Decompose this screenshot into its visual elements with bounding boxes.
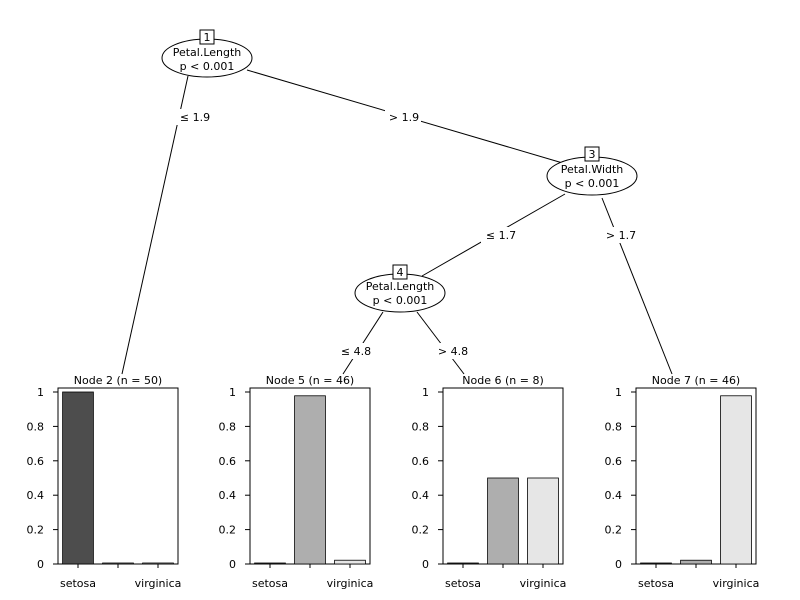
y-tick-label: 0 (615, 558, 622, 571)
node-variable: Petal.Length (173, 46, 242, 59)
x-tick-label: setosa (252, 577, 288, 590)
node-id-box (199, 29, 215, 45)
panel-title: Node 2 (n = 50) (74, 374, 162, 387)
y-tick-label: 0 (422, 558, 429, 571)
bar-setosa (254, 562, 286, 565)
node-id: 4 (397, 266, 404, 279)
y-tick-label: 0.2 (412, 524, 430, 537)
bar-virginica (720, 395, 752, 565)
edge-label-1-2: ≤ 1.9 (180, 111, 210, 124)
terminal-node-5: Node 5 (n = 46) 0 0.2 0.4 0.6 0.8 1 setosa virgi… (219, 374, 374, 590)
x-tick-label: setosa (445, 577, 481, 590)
y-tick-label: 0.2 (605, 524, 623, 537)
bar-versicolor (294, 395, 326, 565)
inner-node-4: 4 Petal.Length p < 0.001 (354, 264, 446, 313)
edge-label-3-7: > 1.7 (606, 229, 636, 242)
y-tick-label: 1 (422, 386, 429, 399)
x-tick-label: setosa (638, 577, 674, 590)
terminal-panels: Node 2 (n = 50) 0 0.2 0.4 0.6 0.8 1 setosa virgi… (27, 374, 760, 590)
edge-3-7 (601, 197, 673, 375)
x-tick-label: virginica (520, 577, 567, 590)
y-tick-label: 0.2 (219, 524, 237, 537)
x-tick-label: virginica (713, 577, 760, 590)
bar-versicolor (680, 559, 712, 565)
node-id-box (584, 146, 600, 162)
bar-virginica (334, 559, 366, 565)
panel-title: Node 5 (n = 46) (266, 374, 354, 387)
bar-virginica (142, 562, 174, 565)
node-id: 3 (589, 148, 596, 161)
y-tick-label: 0 (229, 558, 236, 571)
y-tick-label: 0.4 (605, 489, 623, 502)
node-id-box (392, 264, 408, 280)
node-variable: Petal.Width (561, 163, 624, 176)
y-tick-label: 0.4 (412, 489, 430, 502)
bar-setosa (640, 562, 672, 565)
x-tick-label: setosa (60, 577, 96, 590)
y-tick-label: 0.6 (605, 455, 623, 468)
y-tick-label: 0.8 (605, 420, 623, 433)
inner-node-3: 3 Petal.Width p < 0.001 (546, 146, 638, 196)
edge-label-4-6: > 4.8 (438, 345, 468, 358)
node-id: 1 (204, 31, 211, 44)
node-pvalue: p < 0.001 (373, 294, 428, 307)
bar-setosa (447, 562, 479, 565)
y-tick-label: 0.6 (412, 455, 430, 468)
y-tick-label: 0 (37, 558, 44, 571)
panel-title: Node 7 (n = 46) (652, 374, 740, 387)
y-tick-label: 0.2 (27, 524, 45, 537)
edge-label-4-5: ≤ 4.8 (341, 345, 371, 358)
edge-label-3-4: ≤ 1.7 (486, 229, 516, 242)
y-tick-label: 1 (615, 386, 622, 399)
edge-1-2 (121, 75, 189, 375)
y-tick-label: 0.8 (412, 420, 430, 433)
y-tick-label: 0.6 (27, 455, 45, 468)
y-tick-label: 0.4 (27, 489, 45, 502)
edge-label-1-3: > 1.9 (389, 111, 419, 124)
inner-node-1: 1 Petal.Length p < 0.001 (161, 29, 253, 78)
y-tick-label: 1 (229, 386, 236, 399)
x-tick-label: virginica (327, 577, 374, 590)
y-tick-label: 0.8 (219, 420, 237, 433)
node-pvalue: p < 0.001 (565, 177, 620, 190)
bar-virginica (527, 477, 559, 565)
terminal-node-7: Node 7 (n = 46) 0 0.2 0.4 0.6 0.8 1 setosa virgi… (605, 374, 760, 590)
node-pvalue: p < 0.001 (180, 60, 235, 73)
panel-title: Node 6 (n = 8) (462, 374, 543, 387)
bar-setosa (62, 391, 94, 565)
node-variable: Petal.Length (366, 280, 435, 293)
terminal-node-6: Node 6 (n = 8) 0 0.2 0.4 0.6 0.8 1 setosa virgin… (412, 374, 567, 590)
bar-versicolor (102, 562, 134, 565)
x-tick-label: virginica (135, 577, 182, 590)
y-tick-label: 0.6 (219, 455, 237, 468)
bar-versicolor (487, 477, 519, 565)
y-tick-label: 1 (37, 386, 44, 399)
terminal-node-2: Node 2 (n = 50) 0 0.2 0.4 0.6 0.8 1 setosa virgi… (27, 374, 182, 590)
y-tick-label: 0.4 (219, 489, 237, 502)
edge-labels: ≤ 1.9 > 1.9 ≤ 1.7 > 1.7 ≤ 4.8 > 4.8 (175, 109, 642, 359)
y-tick-label: 0.8 (27, 420, 45, 433)
